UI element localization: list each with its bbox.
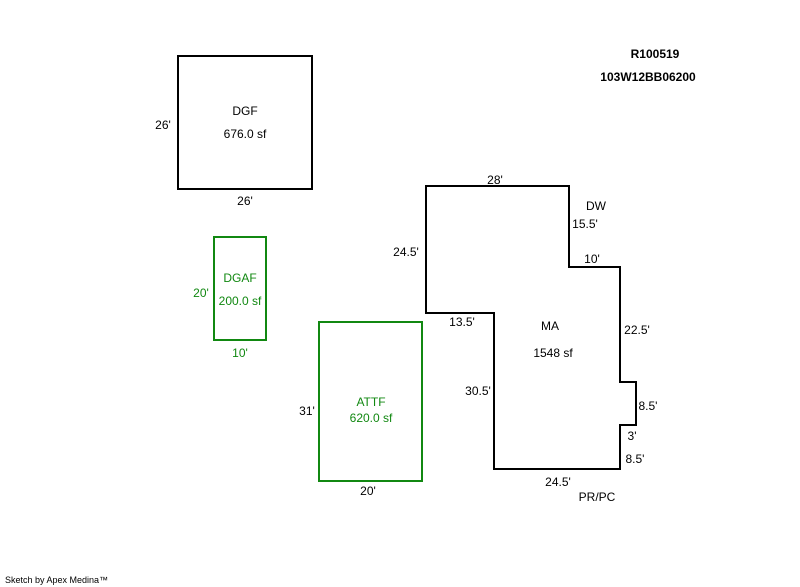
dgf-area: DGF 676.0 sf 26' 26': [155, 55, 313, 208]
ma-dim-top: 28': [487, 173, 503, 187]
ma-dim-left-lower: 30.5': [465, 384, 491, 398]
ma-dim-right-lower: 8.5': [626, 452, 645, 466]
attf-outline: [318, 321, 423, 482]
ma-dim-bump-right: 8.5': [639, 399, 658, 413]
parcel-id: R100519: [631, 47, 680, 61]
dgaf-area-value: 200.0 sf: [219, 294, 262, 308]
attf-bottom-dim: 20': [360, 484, 376, 498]
dgf-side-dim: 26': [155, 118, 171, 132]
ma-dim-right-mid: 22.5': [624, 323, 650, 337]
ma-area: MA 1548 sf 28' 24.5' 13.5' 30.5' 24.5' 1…: [393, 173, 657, 504]
attf-area: ATTF 620.0 sf 31' 20': [299, 321, 423, 498]
map-number: 103W12BB06200: [600, 70, 696, 84]
sketch-credit: Sketch by Apex Medina™: [5, 575, 108, 585]
ma-tag-prpc: PR/PC: [579, 490, 616, 504]
ma-dim-bump-step: 3': [628, 429, 637, 443]
ma-dim-bottom: 24.5': [545, 475, 571, 489]
ma-outline: [425, 185, 637, 470]
attf-code: ATTF: [356, 395, 385, 409]
dgaf-outline: [213, 236, 267, 341]
dgaf-side-dim: 20': [193, 286, 209, 300]
dgf-bottom-dim: 26': [237, 194, 253, 208]
attf-area-value: 620.0 sf: [350, 411, 393, 425]
dgaf-code: DGAF: [223, 271, 256, 285]
dgaf-area: DGAF 200.0 sf 20' 10': [193, 236, 267, 360]
ma-code: MA: [541, 319, 559, 333]
attf-side-dim: 31': [299, 404, 315, 418]
ma-dim-left-upper: 24.5': [393, 245, 419, 259]
ma-tag-dw: DW: [586, 199, 607, 213]
ma-dim-right-upper: 15.5': [572, 217, 598, 231]
dgf-area-value: 676.0 sf: [224, 127, 267, 141]
ma-dim-notch-top: 10': [584, 252, 600, 266]
ma-dim-step-in: 13.5': [449, 315, 475, 329]
dgf-outline: [177, 55, 313, 190]
dgf-code: DGF: [232, 104, 257, 118]
dgaf-bottom-dim: 10': [232, 346, 248, 360]
ma-area-value: 1548 sf: [533, 346, 573, 360]
